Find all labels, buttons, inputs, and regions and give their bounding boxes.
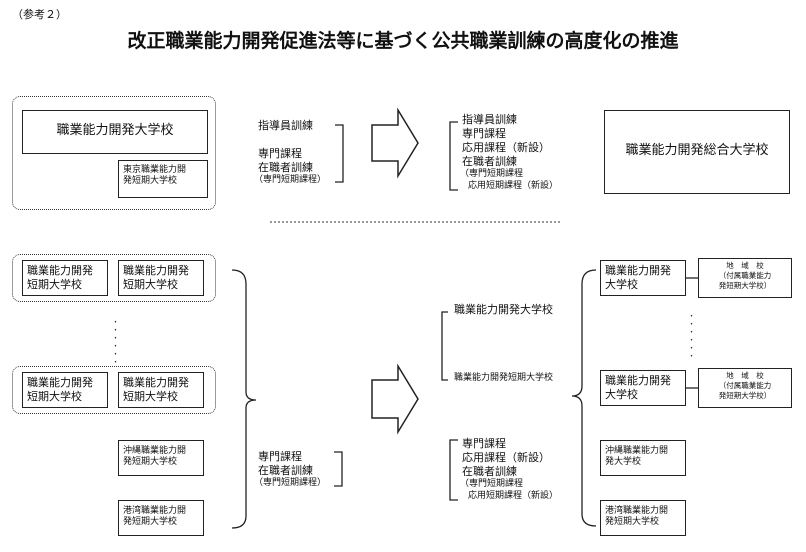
bottom-right-course-3: 在職者訓練 (462, 465, 517, 478)
new-univ-label: 職業能力開発大学校 (454, 303, 553, 316)
top-right-course-1: 指導員訓練 (462, 113, 517, 126)
right-univ-label-2: 職業能力開発 大学校 (605, 374, 671, 401)
right-univ-label-1: 職業能力開発 大学校 (605, 264, 671, 291)
vertical-dots-left: ・ ・ ・ ・ ・ ・ (112, 318, 119, 366)
regional-label-2: 地 域 校 （付属職業能力 発短期大学校） (718, 371, 772, 400)
junior-college-box-4: 職業能力開発 短期大学校 (118, 372, 204, 408)
bottom-left-course-2: 在職者訓練 (258, 464, 313, 477)
junior-college-label-2: 職業能力開発 短期大学校 (123, 264, 189, 291)
junior-college-box-3: 職業能力開発 短期大学校 (22, 372, 108, 408)
top-right-course-5: （専門短期課程 (460, 169, 524, 179)
bottom-left-course-3: （専門短期課程） (254, 478, 327, 488)
bottom-left-course-1: 専門課程 (258, 450, 302, 463)
junior-college-box-2: 職業能力開発 短期大学校 (118, 260, 204, 296)
top-right-course-4: 在職者訓練 (462, 155, 517, 168)
new-polytech-univ-box: 職業能力開発総合大学校 (604, 110, 790, 194)
bottom-right-course-1: 専門課程 (462, 437, 506, 450)
new-polytech-univ-label: 職業能力開発総合大学校 (625, 143, 769, 158)
top-left-course-3: 在職者訓練 (258, 161, 313, 174)
new-junior-label: 職業能力開発短期大学校 (454, 373, 554, 383)
minato-junior-right-box: 港湾職業能力開 発短期大学校 (600, 500, 686, 536)
bottom-right-course-5: 応用短期課程（新設） (468, 491, 559, 501)
right-univ-box-1: 職業能力開発 大学校 (600, 260, 686, 296)
top-right-course-2: 専門課程 (462, 127, 506, 140)
tokyo-junior-label: 東京職業能力開 発短期大学校 (123, 165, 187, 187)
current-univ-label: 職業能力開発大学校 (56, 123, 174, 138)
bottom-right-course-4: （専門短期課程 (460, 479, 524, 489)
bottom-right-course-2: 応用課程（新設） (462, 451, 550, 464)
junior-college-label-1: 職業能力開発 短期大学校 (27, 264, 93, 291)
junior-pair-group-2 (12, 366, 216, 414)
minato-junior-right-label: 港湾職業能力開 発短期大学校 (605, 506, 669, 528)
junior-college-label-3: 職業能力開発 短期大学校 (27, 376, 93, 403)
junior-pair-group-1 (12, 254, 216, 302)
top-left-course-4: （専門短期課程） (254, 175, 327, 185)
reference-note: （参考２） (12, 8, 67, 21)
vertical-dots-right: ・ ・ ・ ・ ・ ・ (688, 312, 695, 360)
minato-junior-box: 港湾職業能力開 発短期大学校 (118, 500, 204, 536)
regional-label-1: 地 域 校 （付属職業能力 発短期大学校） (718, 261, 772, 290)
okinawa-univ-label: 沖縄職業能力開 発大学校 (605, 446, 669, 468)
top-left-course-1: 指導員訓練 (258, 119, 313, 132)
regional-box-2: 地 域 校 （付属職業能力 発短期大学校） (698, 368, 792, 408)
okinawa-junior-label: 沖縄職業能力開 発短期大学校 (123, 446, 187, 468)
top-left-course-2: 専門課程 (258, 147, 302, 160)
current-structure-group (12, 96, 216, 210)
minato-junior-label: 港湾職業能力開 発短期大学校 (123, 506, 187, 528)
top-right-course-6: 応用短期課程（新設） (468, 181, 559, 191)
right-univ-box-2: 職業能力開発 大学校 (600, 370, 686, 406)
okinawa-junior-box: 沖縄職業能力開 発短期大学校 (118, 440, 204, 476)
tokyo-junior-box: 東京職業能力開 発短期大学校 (118, 160, 208, 198)
top-right-course-3: 応用課程（新設） (462, 141, 550, 154)
current-univ-box: 職業能力開発大学校 (22, 110, 208, 154)
regional-box-1: 地 域 校 （付属職業能力 発短期大学校） (698, 258, 792, 298)
junior-college-label-4: 職業能力開発 短期大学校 (123, 376, 189, 403)
junior-college-box-1: 職業能力開発 短期大学校 (22, 260, 108, 296)
okinawa-univ-box: 沖縄職業能力開 発大学校 (600, 440, 686, 476)
page-title: 改正職業能力開発促進法等に基づく公共職業訓練の高度化の推進 (127, 30, 679, 52)
